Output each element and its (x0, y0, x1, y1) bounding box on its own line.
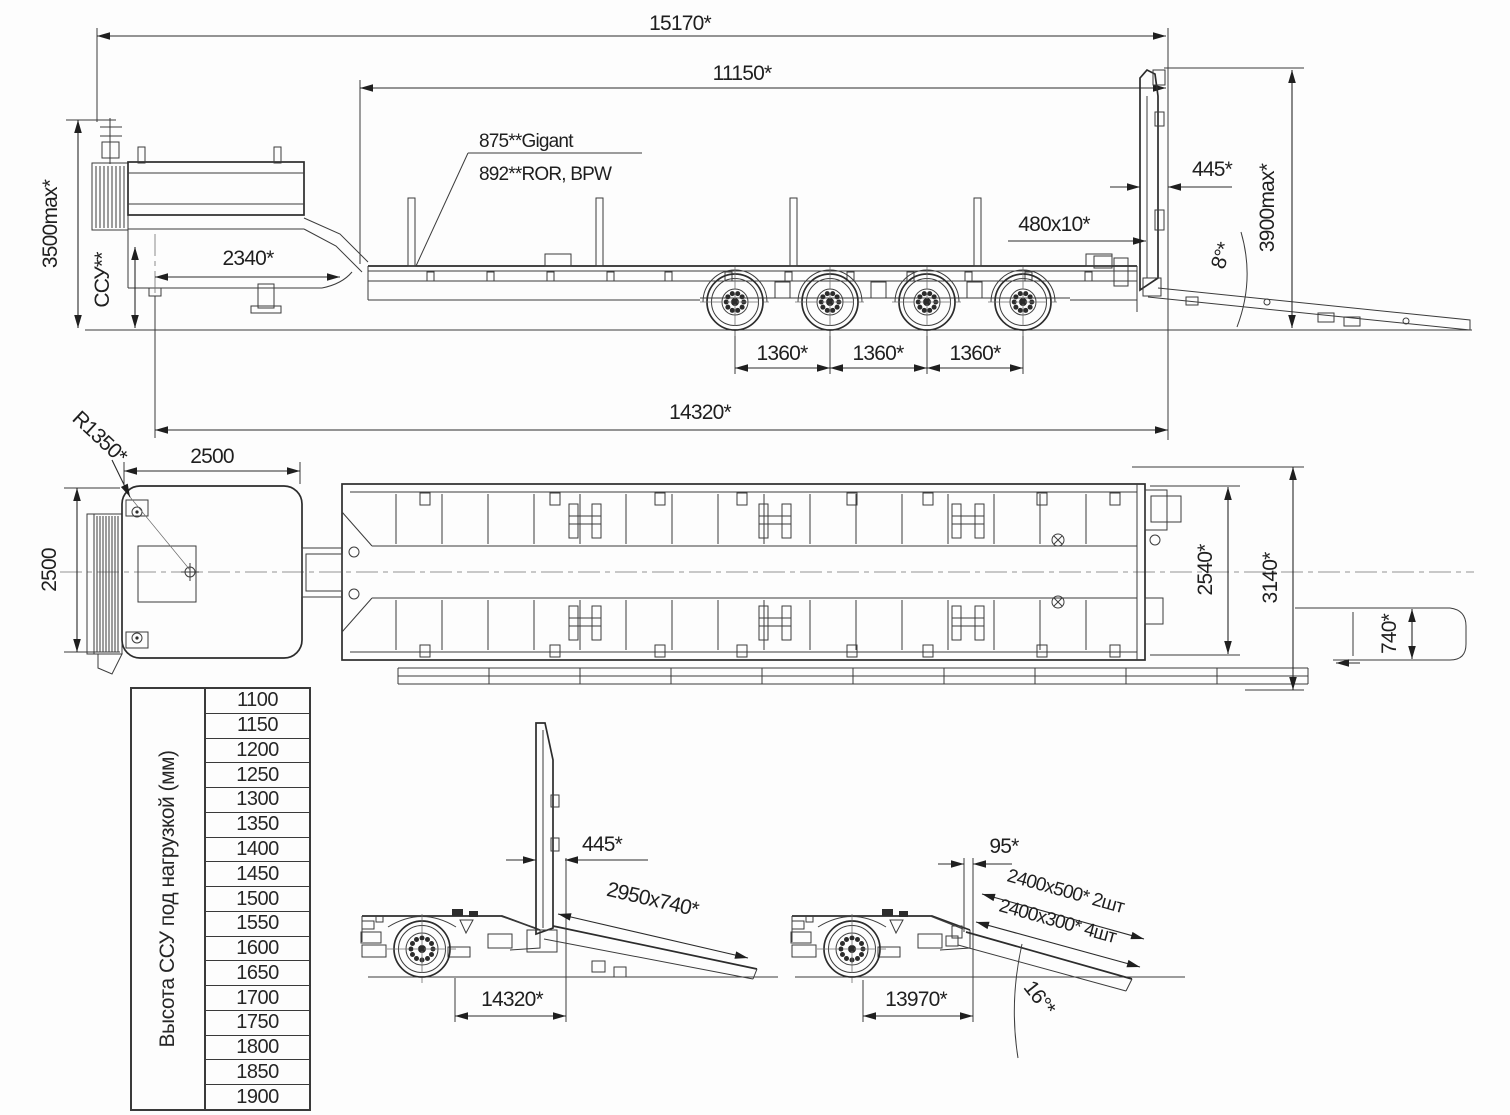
dim-overall-length: 15170* (649, 12, 711, 35)
table-row: 1800 (206, 1036, 309, 1061)
label-load-height-ror: 892**ROR, BPW (479, 164, 612, 185)
deck-lashing-brackets (419, 492, 1121, 658)
dim-platform-width: 2540* (1194, 544, 1217, 596)
table-row: 1600 (206, 937, 309, 962)
top-view (60, 459, 1474, 691)
dim-ramp-size: 2950x740* (604, 878, 701, 922)
table-row: 1200 (206, 739, 309, 764)
deck-side-clips (426, 271, 1093, 282)
dim-swing-radius: R1350* (68, 407, 132, 469)
dim-axle-spacing-1: 1360* (757, 342, 809, 365)
dim-platform-length: 11150* (713, 62, 772, 85)
dim-kingpin-to-rear: 14320* (669, 401, 731, 424)
fifth-wheel-height-table: Высота ССУ под нагрузкой (мм) 1100 1150 … (130, 687, 311, 1111)
dim-gooseneck-length: 2340* (223, 247, 275, 270)
dim-ramp-angle-16: 16°* (1019, 976, 1060, 1020)
table-row: 1900 (236, 1085, 279, 1108)
dim-rear-offset: 445* (1192, 158, 1233, 181)
table-row: 1750 (206, 1011, 309, 1036)
dim-swing-zone-2500: 2500 (38, 548, 61, 592)
dim-kingpin-to-hinge-13970: 13970* (885, 988, 947, 1011)
deck-crossmember-ticks (395, 494, 1087, 650)
table-header-label: Высота ССУ под нагрузкой (мм) (156, 750, 179, 1048)
ramp-lowered-view (790, 858, 1185, 1059)
dim-ramp-height-max: 3900max* (1256, 163, 1279, 252)
dim-width-2500: 2500 (190, 445, 234, 468)
side-rail-band (397, 667, 1309, 685)
dim-ramp-offset-445: 445* (582, 833, 623, 856)
table-row: 1300 (206, 788, 309, 813)
table-row: 1500 (206, 887, 309, 912)
table-row: 1100 (206, 689, 309, 714)
table-row: 1150 (206, 714, 309, 739)
tractor-hatch (96, 516, 119, 652)
table-row: 1700 (206, 986, 309, 1011)
table-row: 1650 (206, 961, 309, 987)
dim-kingpin-to-hinge-14320: 14320* (481, 988, 543, 1011)
label-load-height-gigant: 875**Gigant (479, 131, 574, 152)
table-header-cell: Высота ССУ под нагрузкой (мм) (132, 689, 206, 1109)
deck-stakes (407, 197, 1113, 267)
dim-hinge-offset-95: 95* (989, 835, 1019, 858)
dim-ramp-angle-8: 8°* (1207, 240, 1237, 272)
table-row: 1350 (206, 813, 309, 838)
table-values-column: 1100 1150 1200 1250 1300 1350 1400 1450 … (206, 689, 309, 1109)
dim-ramp-width: 740* (1378, 613, 1401, 654)
dim-axle-spacing-3: 1360* (950, 342, 1002, 365)
dim-axle-spacing-2: 1360* (853, 342, 905, 365)
wheels (387, 267, 1058, 984)
table-row: 1450 (206, 862, 309, 888)
table-row: 1250 (206, 763, 309, 789)
dim-height-max: 3500max* (39, 179, 62, 268)
table-row: 1400 (206, 838, 309, 863)
dim-ramp-section: 480x10* (1018, 213, 1090, 236)
front-bolster-hatch (95, 166, 125, 228)
table-row: 1850 (206, 1060, 309, 1086)
table-row: 1550 (206, 912, 309, 937)
ramp-upright-view (360, 722, 778, 1022)
dim-overall-width: 3140* (1259, 552, 1282, 604)
label-fifth-wheel: ССУ** (91, 252, 114, 308)
